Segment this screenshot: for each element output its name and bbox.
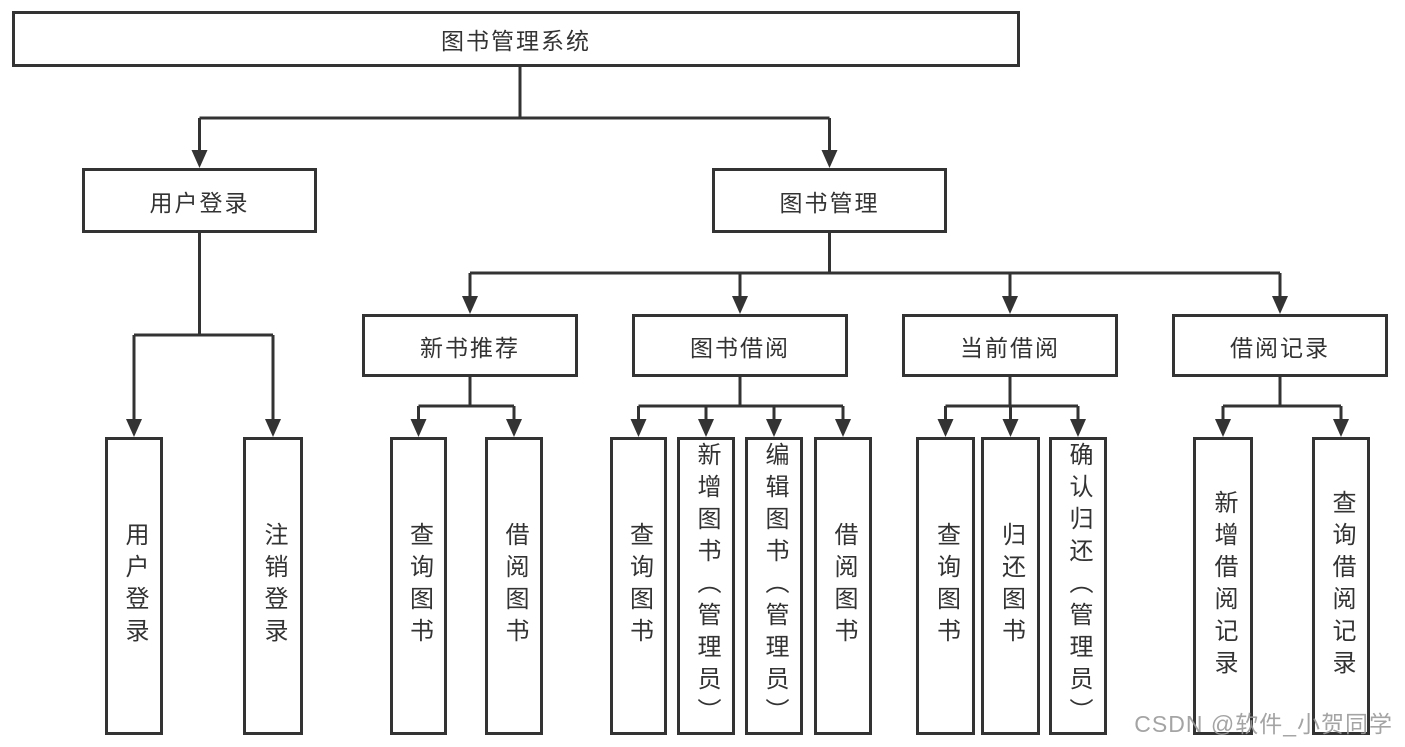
leaf-query-books-under-current: 查询图书	[916, 437, 975, 735]
node-root: 图书管理系统	[12, 11, 1020, 67]
leaf-query-books-under-recommend: 查询图书	[390, 437, 447, 735]
leaf-logout-label: 注销登录	[260, 522, 287, 650]
arrow-down-icon	[191, 150, 208, 168]
arrow-down-icon	[732, 296, 748, 314]
leaf-borrow-books-under-recommend-label: 借阅图书	[501, 522, 528, 650]
leaf-add-book-admin: 新增图书（管理员）	[677, 437, 735, 735]
leaf-query-books-under-borrow: 查询图书	[610, 437, 667, 735]
node-book-management-label: 图书管理	[779, 189, 880, 216]
arrow-down-icon	[410, 419, 427, 437]
node-new-book-recommend-label: 新书推荐	[420, 334, 520, 361]
arrow-down-icon	[462, 296, 478, 314]
arrow-down-icon	[630, 419, 647, 437]
leaf-query-books-under-recommend-label: 查询图书	[405, 522, 433, 650]
leaf-add-borrow-record: 新增借阅记录	[1193, 437, 1253, 735]
connector-path	[132, 65, 1343, 421]
leaf-confirm-return-admin: 确认归还（管理员）	[1049, 437, 1107, 735]
node-book-borrow-label: 图书借阅	[690, 334, 790, 361]
arrow-down-icon	[1070, 419, 1086, 437]
leaf-add-borrow-record-label: 新增借阅记录	[1210, 490, 1237, 682]
arrow-down-icon	[126, 419, 142, 437]
leaf-query-borrow-record-label: 查询借阅记录	[1328, 490, 1355, 682]
leaf-query-books-under-borrow-label: 查询图书	[625, 522, 653, 650]
leaf-edit-book-admin-label: 编辑图书（管理员）	[761, 442, 788, 730]
leaf-borrow-books-under-borrow-label: 借阅图书	[830, 522, 857, 650]
leaf-add-book-admin-label: 新增图书（管理员）	[693, 442, 720, 730]
leaf-borrow-books-under-borrow: 借阅图书	[814, 437, 872, 735]
node-borrow-records-label: 借阅记录	[1230, 334, 1330, 361]
arrow-down-icon	[265, 419, 281, 437]
leaf-logout: 注销登录	[243, 437, 303, 735]
arrow-down-icon	[506, 419, 522, 437]
leaf-user-login-label: 用户登录	[121, 522, 148, 650]
node-user-login-label: 用户登录	[149, 189, 250, 216]
arrow-down-icon	[1333, 419, 1349, 437]
arrow-down-icon	[766, 419, 782, 437]
leaf-query-books-under-current-label: 查询图书	[932, 522, 960, 650]
node-book-borrow: 图书借阅	[632, 314, 848, 377]
node-borrow-records: 借阅记录	[1172, 314, 1388, 377]
leaf-confirm-return-admin-label: 确认归还（管理员）	[1065, 442, 1092, 730]
arrow-down-icon	[698, 419, 714, 437]
node-current-borrow: 当前借阅	[902, 314, 1118, 377]
leaf-borrow-books-under-recommend: 借阅图书	[485, 437, 543, 735]
arrow-down-icon	[1002, 419, 1019, 437]
node-user-login: 用户登录	[82, 168, 317, 233]
arrow-down-icon	[835, 419, 851, 437]
arrow-down-icon	[1215, 419, 1231, 437]
arrow-down-icon	[937, 419, 954, 437]
node-current-borrow-label: 当前借阅	[960, 334, 1060, 361]
node-new-book-recommend: 新书推荐	[362, 314, 578, 377]
leaf-edit-book-admin: 编辑图书（管理员）	[745, 437, 803, 735]
arrowhead-icons	[126, 150, 1349, 437]
node-root-label: 图书管理系统	[441, 28, 591, 54]
leaf-user-login: 用户登录	[105, 437, 163, 735]
leaf-return-book: 归还图书	[981, 437, 1040, 735]
arrow-down-icon	[1272, 296, 1288, 314]
node-book-management: 图书管理	[712, 168, 947, 233]
arrow-down-icon	[1002, 296, 1018, 314]
leaf-return-book-label: 归还图书	[997, 522, 1025, 650]
leaf-query-borrow-record: 查询借阅记录	[1312, 437, 1370, 735]
arrow-down-icon	[821, 150, 838, 168]
watermark: CSDN @软件_小贺同学	[1134, 711, 1393, 737]
